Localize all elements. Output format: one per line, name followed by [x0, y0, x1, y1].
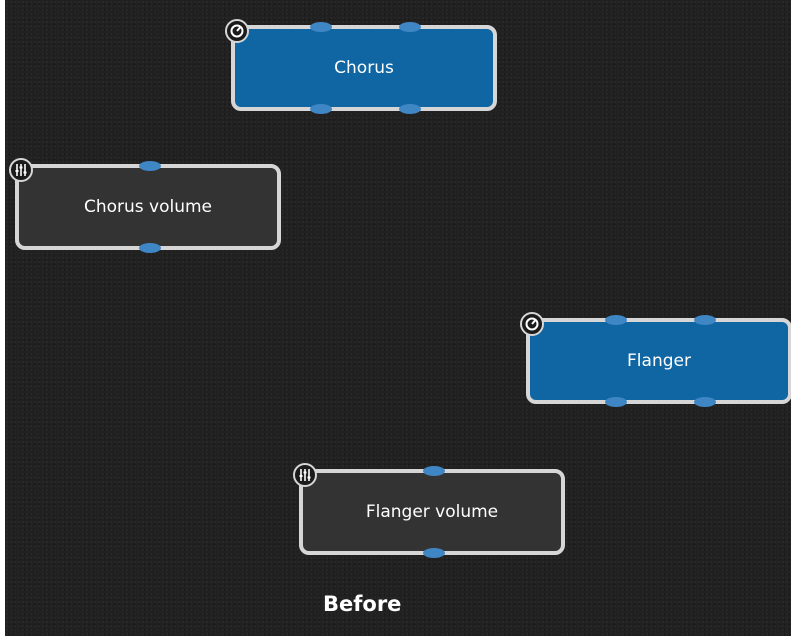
node-flanger[interactable]: Flanger — [520, 312, 791, 407]
node-flanger-volume[interactable]: Flanger volume — [293, 463, 565, 558]
input-port[interactable] — [139, 161, 161, 171]
node-label: Chorus volume — [83, 197, 213, 217]
output-port[interactable] — [605, 397, 627, 407]
mixer-sliders-icon — [9, 158, 33, 182]
caption-before: Before — [323, 592, 402, 616]
node-label: Chorus — [334, 58, 394, 78]
node-label: Flanger volume — [365, 502, 499, 522]
input-port[interactable] — [310, 22, 332, 32]
mixer-sliders-icon — [293, 463, 317, 487]
node-label: Flanger — [627, 351, 691, 371]
node-chorus[interactable]: Chorus — [225, 19, 497, 114]
node-chorus-volume[interactable]: Chorus volume — [9, 158, 281, 253]
output-port[interactable] — [139, 243, 161, 253]
input-port[interactable] — [423, 466, 445, 476]
output-port[interactable] — [423, 548, 445, 558]
input-port[interactable] — [605, 315, 627, 325]
knob-icon — [225, 19, 249, 43]
output-port[interactable] — [310, 104, 332, 114]
output-port[interactable] — [694, 397, 716, 407]
input-port[interactable] — [694, 315, 716, 325]
knob-icon — [520, 312, 544, 336]
output-port[interactable] — [399, 104, 421, 114]
node-graph-canvas[interactable]: Chorus Chorus volume F — [5, 0, 791, 636]
input-port[interactable] — [399, 22, 421, 32]
